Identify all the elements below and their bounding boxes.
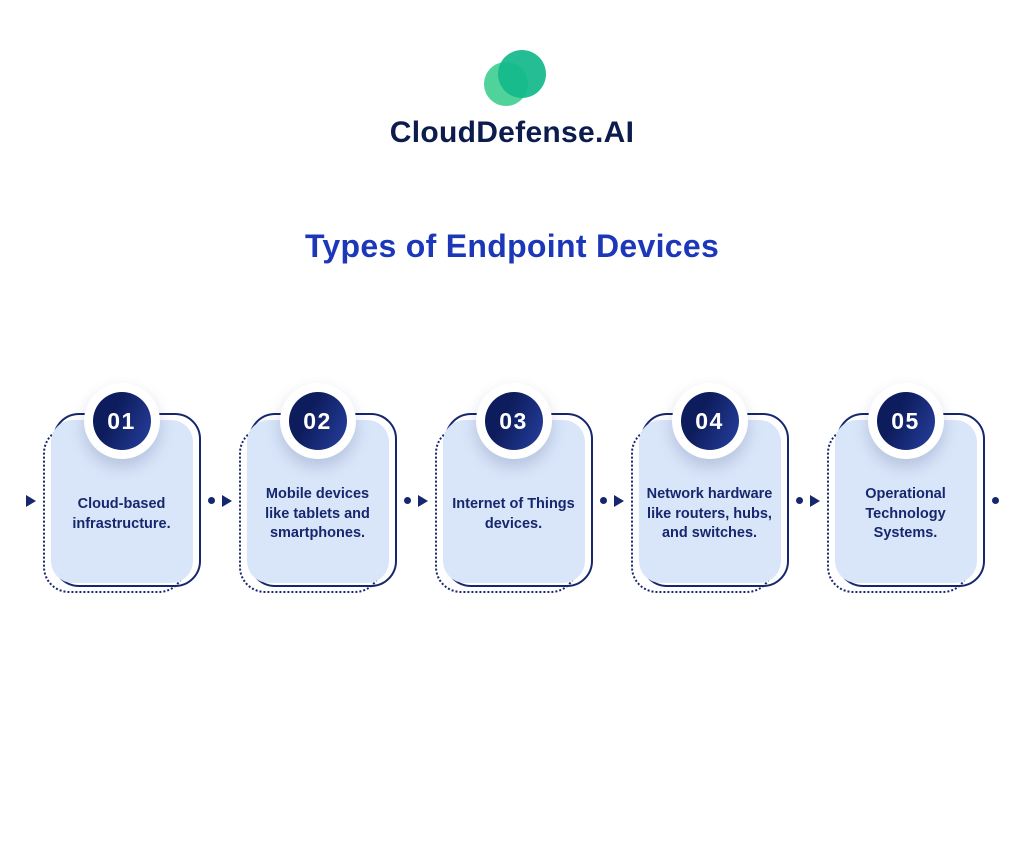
arrow-right-icon [809, 495, 820, 507]
clouddefense-logo-icon [484, 50, 546, 106]
steps-row: Cloud-based infrastructure. 01 Mobile de… [0, 383, 1024, 595]
step-text: Operational Technology Systems. [865, 486, 946, 542]
arrow-right-icon [417, 495, 428, 507]
header: CloudDefense.AI [0, 0, 1024, 150]
step-number: 05 [891, 407, 920, 434]
step-number: 04 [695, 407, 724, 434]
connector-dot-icon [991, 497, 999, 504]
step-card-1: Cloud-based infrastructure. 01 [42, 383, 201, 595]
card-body: Network hardware like routers, hubs, and… [638, 420, 781, 583]
connector-dot-icon [599, 497, 607, 504]
step-number-circle: 04 [680, 392, 739, 450]
step-number-badge: 03 [475, 383, 552, 459]
step-number-badge: 04 [671, 383, 748, 459]
step-card-3: Internet of Things devices. 03 [434, 383, 593, 595]
arrow-right-icon [25, 495, 36, 507]
step-number: 03 [499, 407, 528, 434]
step-number-circle: 05 [876, 392, 935, 450]
step-number: 02 [303, 407, 332, 434]
step-number-badge: 01 [83, 383, 160, 459]
step-number: 01 [107, 407, 136, 434]
step-number-badge: 02 [279, 383, 356, 459]
step-text: Internet of Things devices. [452, 495, 575, 532]
arrow-right-icon [613, 495, 624, 507]
step-number-badge: 05 [867, 383, 944, 459]
step-card-5: Operational Technology Systems. 05 [826, 383, 985, 595]
step-number-circle: 02 [288, 392, 347, 450]
connector-dot-icon [795, 497, 803, 504]
step-card-4: Network hardware like routers, hubs, and… [630, 383, 789, 595]
brand-name: CloudDefense.AI [389, 116, 635, 149]
step-text: Mobile devices like tablets and smartpho… [265, 486, 370, 542]
step-text: Network hardware like routers, hubs, and… [646, 486, 773, 542]
step-number-circle: 01 [92, 392, 151, 450]
page-title: Types of Endpoint Devices [304, 228, 720, 264]
connector-dot-icon [403, 497, 411, 504]
connector-dot-icon [207, 497, 215, 504]
step-number-circle: 03 [484, 392, 543, 450]
step-card-2: Mobile devices like tablets and smartpho… [238, 383, 397, 595]
step-text: Cloud-based infrastructure. [72, 495, 171, 532]
arrow-right-icon [221, 495, 232, 507]
